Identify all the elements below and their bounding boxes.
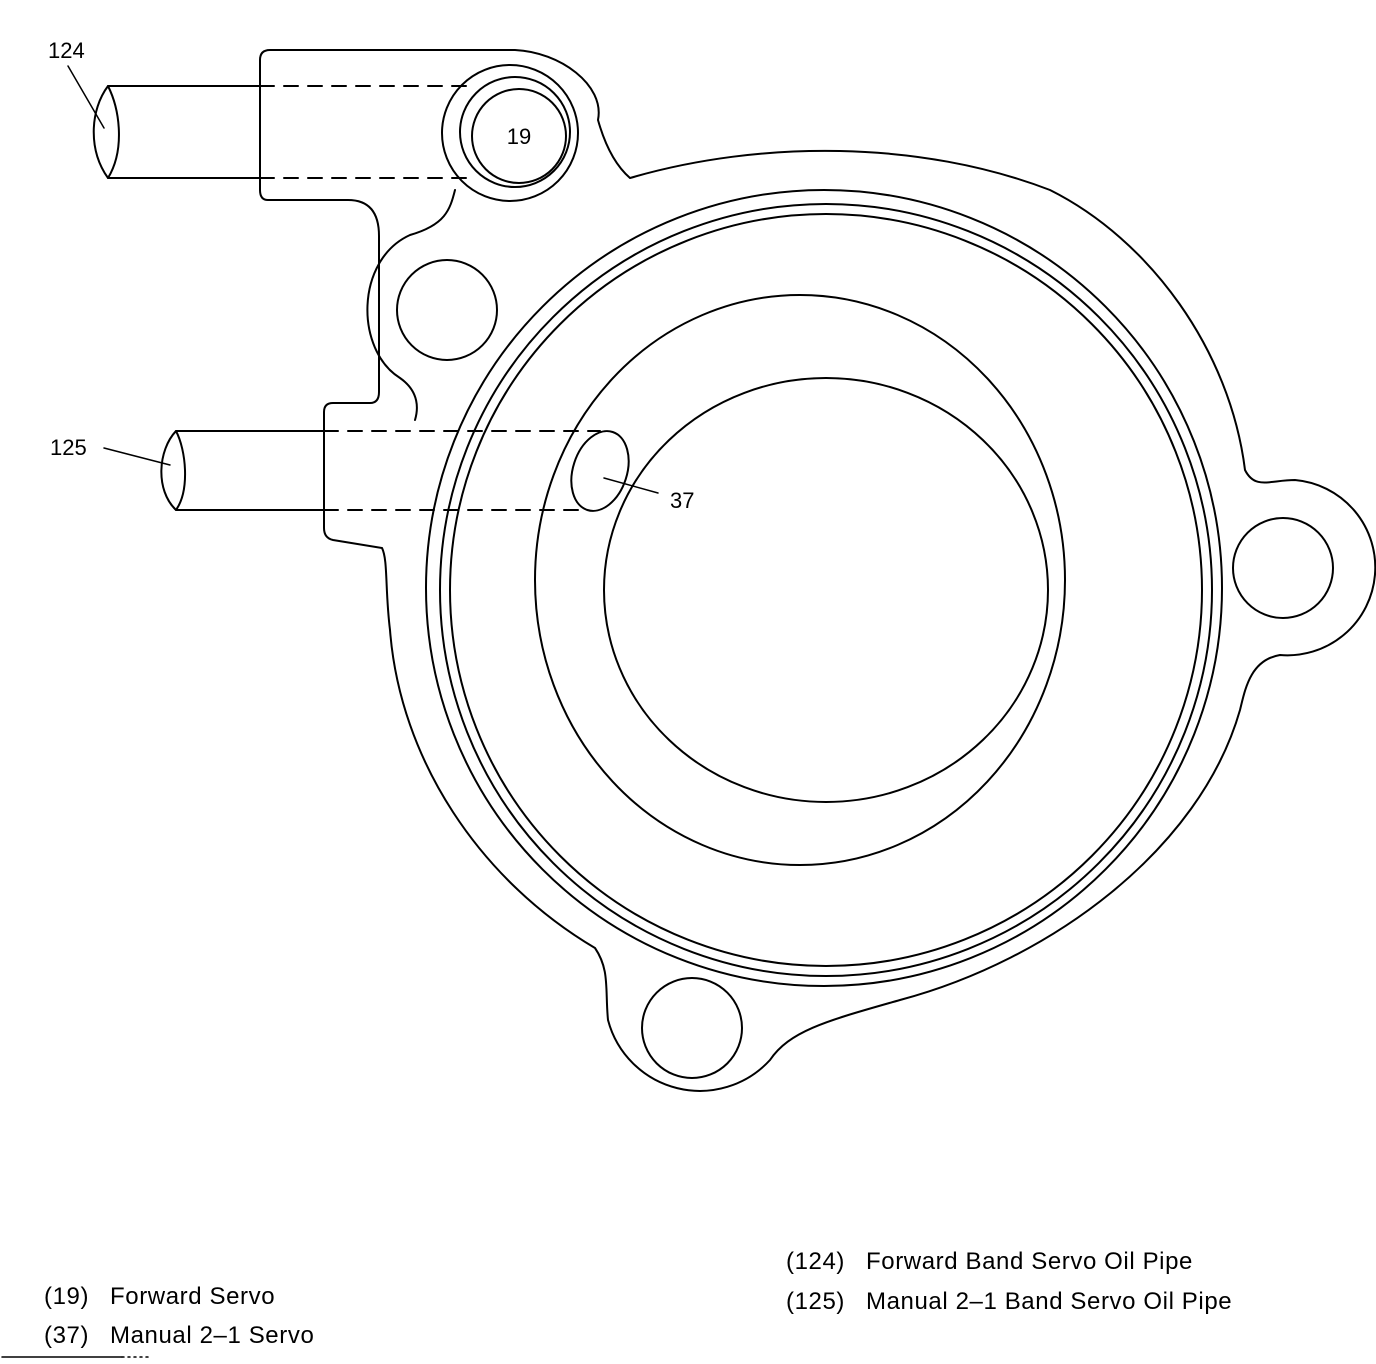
legend-left-0-text: Forward Servo [110, 1283, 275, 1310]
legend-right-1-num: (125) [786, 1288, 845, 1315]
leader-37 [603, 477, 659, 494]
forward-servo-bore [471, 88, 567, 184]
bottom-bolt-hole [641, 977, 743, 1079]
main-outer-ring [425, 189, 1223, 987]
callout-19: 19 [507, 124, 531, 149]
legend-left-0-num: (19) [44, 1283, 89, 1310]
forward-servo-outer-ring [441, 64, 579, 202]
callout-37: 37 [670, 488, 694, 513]
forward-servo-mid-ring [459, 76, 571, 188]
manual-servo-port [570, 430, 630, 512]
main-seal-ring-a [439, 203, 1213, 977]
piston-bore [603, 377, 1049, 803]
legend-left-1-num: (37) [44, 1322, 89, 1349]
legend-right-0-text: Forward Band Servo Oil Pipe [866, 1248, 1193, 1275]
legend-left-1-text: Manual 2–1 Servo [110, 1322, 314, 1349]
right-bolt-hole [1232, 517, 1334, 619]
legend-right-1-text: Manual 2–1 Band Servo Oil Pipe [866, 1288, 1232, 1315]
legend: (19) Forward Servo (37) Manual 2–1 Servo… [44, 1248, 1232, 1349]
leader-124 [67, 65, 105, 129]
pipe-124-end-cut [92, 85, 120, 179]
housing-outline [259, 49, 1376, 1092]
main-seal-ring-b [449, 213, 1203, 967]
piston-ring [534, 294, 1066, 866]
legend-right-0-num: (124) [786, 1248, 845, 1275]
left-bolt-hole [396, 259, 498, 361]
left-bolt-lobe [366, 189, 456, 421]
callout-124: 124 [48, 38, 85, 63]
pipe-125-end-cut [160, 430, 186, 511]
callout-125: 125 [50, 435, 87, 460]
leader-125 [103, 447, 171, 466]
